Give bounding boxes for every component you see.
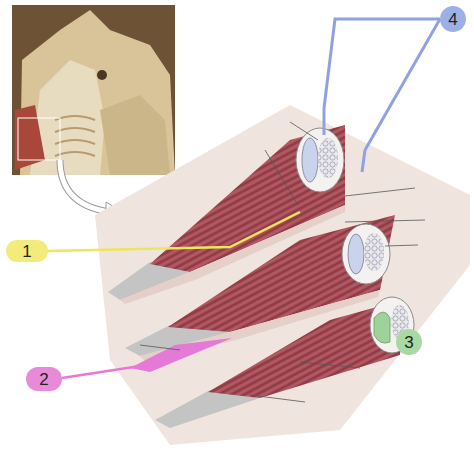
photo-inset <box>12 5 175 175</box>
callout-number: 2 <box>26 367 62 391</box>
callout-line <box>324 19 440 172</box>
leader-line <box>140 122 425 402</box>
callout-number: 1 <box>6 240 48 262</box>
pointer-arrow <box>60 160 110 212</box>
callout-number: 3 <box>396 329 422 355</box>
body-wall <box>95 105 470 445</box>
callout-number: 4 <box>440 6 466 32</box>
highlight-region <box>130 338 232 372</box>
rib-section <box>296 128 414 353</box>
callout-line <box>48 212 300 251</box>
pointer-arrow <box>60 160 110 212</box>
callout-line <box>62 352 170 378</box>
